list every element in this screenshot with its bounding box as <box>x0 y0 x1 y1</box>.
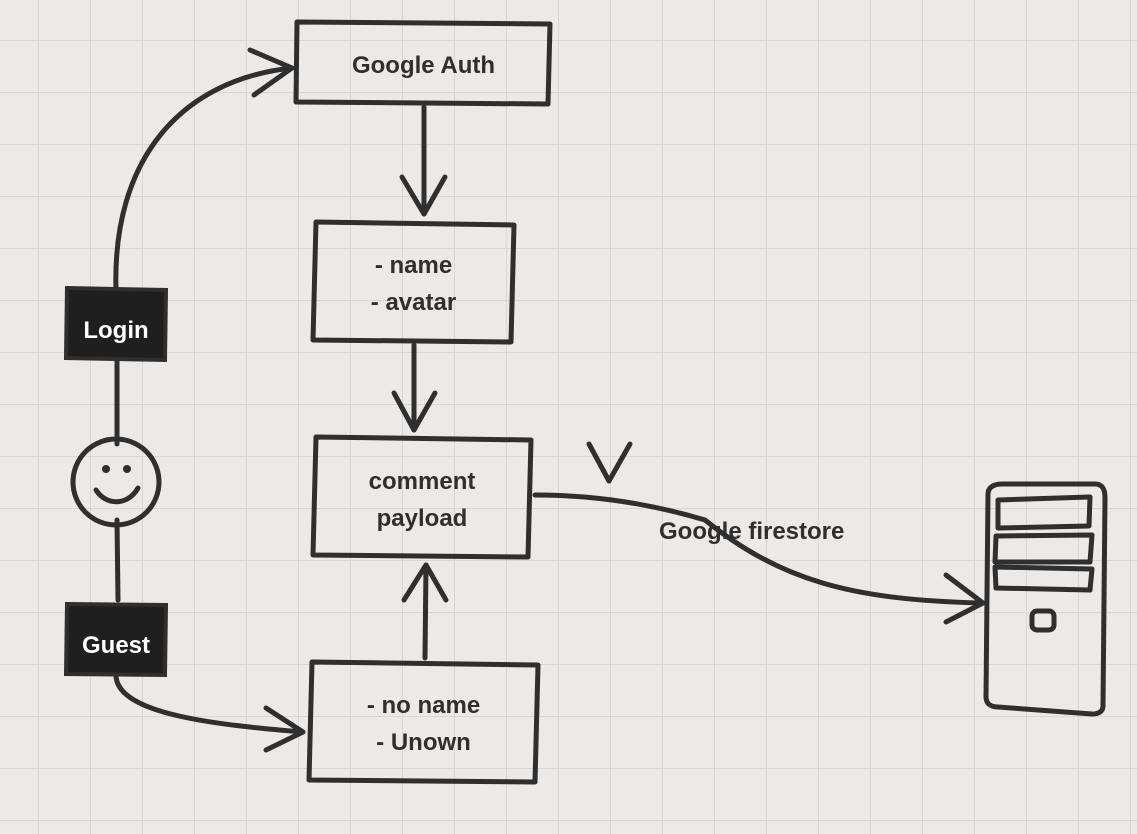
guest-node[interactable] <box>63 601 169 678</box>
smiley-icon[interactable] <box>70 436 162 528</box>
guest-to-data-edge <box>113 673 305 735</box>
comment-payload-line1: comment <box>368 468 476 495</box>
guest-data-label: - no name - Unown <box>309 687 538 761</box>
comment-payload-line2: payload <box>376 505 468 532</box>
user-data-line-name: - name <box>374 252 453 279</box>
user-data-line-avatar: - avatar <box>370 289 457 316</box>
userdata-arrowhead <box>391 390 438 433</box>
auth-arrowhead <box>399 174 448 217</box>
login-arrowhead <box>247 47 295 98</box>
user-to-guest-line <box>114 517 121 603</box>
comment-payload-box[interactable] <box>310 434 534 560</box>
smiley-left-eye <box>102 465 110 473</box>
guest-arrowhead <box>263 705 306 753</box>
google-auth-label: Google Auth <box>351 52 496 79</box>
login-node[interactable] <box>63 285 169 363</box>
login-label: Login <box>83 317 149 344</box>
firestore-edge-label: Google firestore <box>659 518 845 545</box>
guestdata-arrowhead <box>401 562 449 603</box>
firestore-arrowhead <box>943 572 986 625</box>
guest-data-box[interactable] <box>306 659 541 785</box>
smiley-right-eye <box>123 465 131 473</box>
guestdata-to-payload-edge <box>422 562 429 661</box>
guest-data-line2: - Unown <box>376 729 471 756</box>
user-data-box[interactable] <box>310 219 517 345</box>
user-data-label: - name - avatar <box>313 247 514 321</box>
comment-payload-label: comment payload <box>313 463 531 537</box>
login-to-auth-edge <box>113 65 295 293</box>
guest-label: Guest <box>81 632 150 659</box>
stray-v-mark <box>586 441 633 484</box>
firestore-edge <box>532 492 985 606</box>
google-auth-box[interactable] <box>293 19 553 107</box>
guest-data-line1: - no name <box>366 692 481 719</box>
server-tower-icon[interactable] <box>983 481 1108 717</box>
